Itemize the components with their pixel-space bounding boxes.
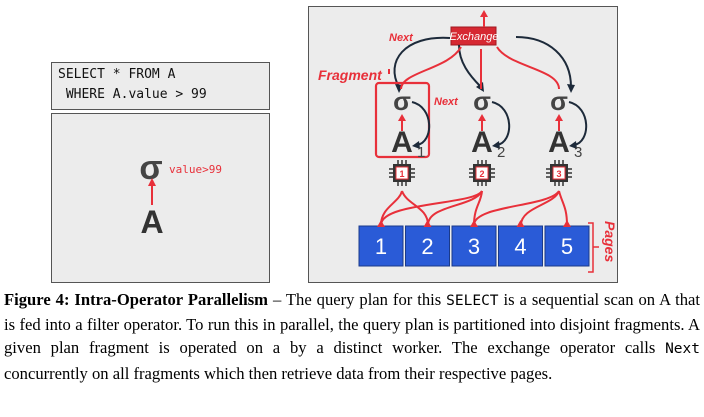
worker-chip-1: 1	[389, 160, 415, 186]
fragment-2-next-arrow	[491, 101, 511, 146]
sequential-plan-panel: σ value>99 A	[51, 113, 270, 283]
exchange-output-arrowhead	[480, 10, 488, 17]
caption-label: Figure 4: Intra-Operator Parallelism	[4, 290, 269, 309]
fragment-output-arrow-3	[496, 46, 560, 90]
scan-to-filter-arrowhead	[148, 178, 156, 186]
worker-number: 3	[556, 169, 561, 179]
filter-sigma: σ	[139, 149, 162, 187]
worker-chip-2: 2	[469, 160, 495, 186]
next-call-arrowhead-3	[567, 84, 575, 93]
page-4-to-worker-3	[520, 190, 560, 226]
fragment-2-next-arrowhead	[492, 141, 500, 149]
page-4: 4	[498, 220, 543, 267]
worker-chip-3: 3	[546, 160, 572, 186]
page-5: 5	[544, 220, 590, 267]
fragment-1-scan-arrowhead	[398, 114, 406, 121]
fragment-1-next-arrow	[411, 101, 431, 146]
fragment-3-next-arrow	[568, 101, 588, 146]
page-arrowhead	[516, 220, 525, 227]
page-number: 3	[468, 234, 480, 259]
pages-row: 1 2 3 4 5	[358, 220, 590, 267]
page-block	[358, 225, 404, 267]
pages-label: Pages	[602, 221, 618, 262]
caption-text-3: concurrently on all fragments which then…	[4, 363, 553, 383]
page-2: 2	[405, 220, 450, 267]
exchange-label: Exchange	[450, 31, 499, 43]
caption-code-select: SELECT	[446, 293, 499, 309]
fragment-3-sigma: σ	[550, 86, 568, 116]
fragment-1-table: A	[391, 126, 413, 159]
worker-number: 2	[479, 169, 484, 179]
page-1-to-worker-2	[380, 190, 483, 226]
page-number: 5	[561, 234, 573, 259]
caption-code-next: Next	[665, 341, 700, 358]
chip-core	[395, 166, 409, 180]
page-arrowhead	[470, 220, 478, 227]
page-arrowhead	[377, 220, 385, 227]
figure-caption: Figure 4: Intra-Operator Parallelism – T…	[4, 288, 700, 385]
fragment-2: σ A 2	[471, 86, 511, 161]
fragment-1: σ A 1	[391, 86, 431, 161]
page-1-to-worker-1	[380, 190, 403, 226]
page-block	[451, 225, 497, 267]
fragment-2-sigma: σ	[473, 86, 491, 116]
next-call-arrow-2	[458, 44, 482, 88]
worker-number: 1	[399, 169, 404, 179]
next-call-arrow-3	[515, 36, 572, 88]
caption-text-2: is a sequential scan on A that is fed in…	[4, 290, 701, 358]
fragment-2-table: A	[471, 126, 493, 159]
worker-chips: 1 2 3	[389, 160, 572, 186]
parallel-plan-diagram: Exchange Next Fragment Next σ A	[318, 10, 618, 273]
fragment-label: Fragment	[318, 67, 383, 83]
table-a: A	[140, 204, 163, 240]
chip-core	[552, 166, 566, 180]
page-5-to-worker-3	[558, 190, 568, 226]
fragment-1-sigma: σ	[393, 86, 411, 116]
sql-line-1: SELECT * FROM A	[58, 67, 176, 82]
fragment-3-next-arrowhead	[569, 141, 577, 149]
page-number: 4	[514, 234, 526, 259]
page-1: 1	[358, 220, 404, 267]
filter-predicate: value>99	[169, 163, 222, 176]
sequential-plan-diagram: σ value>99 A	[139, 149, 222, 240]
fragment-3-subscript: 3	[574, 144, 582, 161]
page-3-to-worker-3	[473, 190, 560, 226]
sql-query-box: SELECT * FROM A WHERE A.value > 99	[51, 62, 270, 110]
page-block	[544, 225, 590, 267]
next-call-arrow-1	[393, 36, 451, 88]
page-block	[405, 225, 450, 267]
next-label-top: Next	[389, 32, 414, 44]
fragment-3-scan-arrowhead	[555, 114, 563, 121]
chip-core	[475, 166, 489, 180]
page-arrowhead	[423, 220, 432, 227]
fragment-1-subscript: 1	[417, 144, 425, 161]
fragment-1-next-arrowhead	[412, 141, 420, 149]
page-number: 1	[375, 234, 387, 259]
caption-text-1: The query plan for this	[285, 290, 447, 309]
page-assignment-arrows	[380, 190, 568, 226]
fragment-output-arrow-1	[400, 46, 462, 90]
page-arrowhead	[563, 220, 571, 227]
next-label-mid: Next	[434, 96, 459, 108]
fragment-3: σ A 3	[548, 86, 588, 161]
fragment-2-scan-arrowhead	[478, 114, 486, 121]
parallel-plan-panel: Exchange Next Fragment Next σ A	[308, 6, 618, 283]
sql-line-2: WHERE A.value > 99	[58, 87, 207, 102]
caption-dash: –	[268, 290, 286, 309]
page-3: 3	[451, 220, 497, 267]
exchange-operator-box	[450, 26, 497, 46]
page-number: 2	[421, 234, 433, 259]
fragment-3-table: A	[548, 126, 570, 159]
page-2-to-worker-2	[427, 190, 483, 226]
fragment-2-subscript: 2	[497, 144, 505, 161]
